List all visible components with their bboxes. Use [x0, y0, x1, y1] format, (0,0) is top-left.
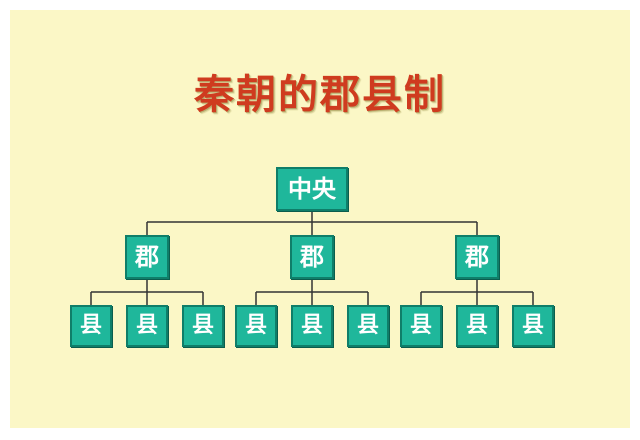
node-county-2-1: 县 [235, 305, 277, 347]
node-county-2-2: 县 [291, 305, 333, 347]
node-commandery-2: 郡 [290, 235, 334, 279]
node-county-1-1: 县 [70, 305, 112, 347]
node-county-3-1: 县 [400, 305, 442, 347]
diagram-title: 秦朝的郡县制 [194, 71, 446, 118]
node-county-1-2: 县 [126, 305, 168, 347]
node-commandery-3: 郡 [455, 235, 499, 279]
node-central: 中央 [276, 167, 348, 211]
node-county-3-3: 县 [512, 305, 554, 347]
node-county-3-2: 县 [456, 305, 498, 347]
slide-background [10, 10, 630, 428]
node-county-1-3: 县 [182, 305, 224, 347]
node-county-2-3: 县 [347, 305, 389, 347]
node-commandery-1: 郡 [125, 235, 169, 279]
